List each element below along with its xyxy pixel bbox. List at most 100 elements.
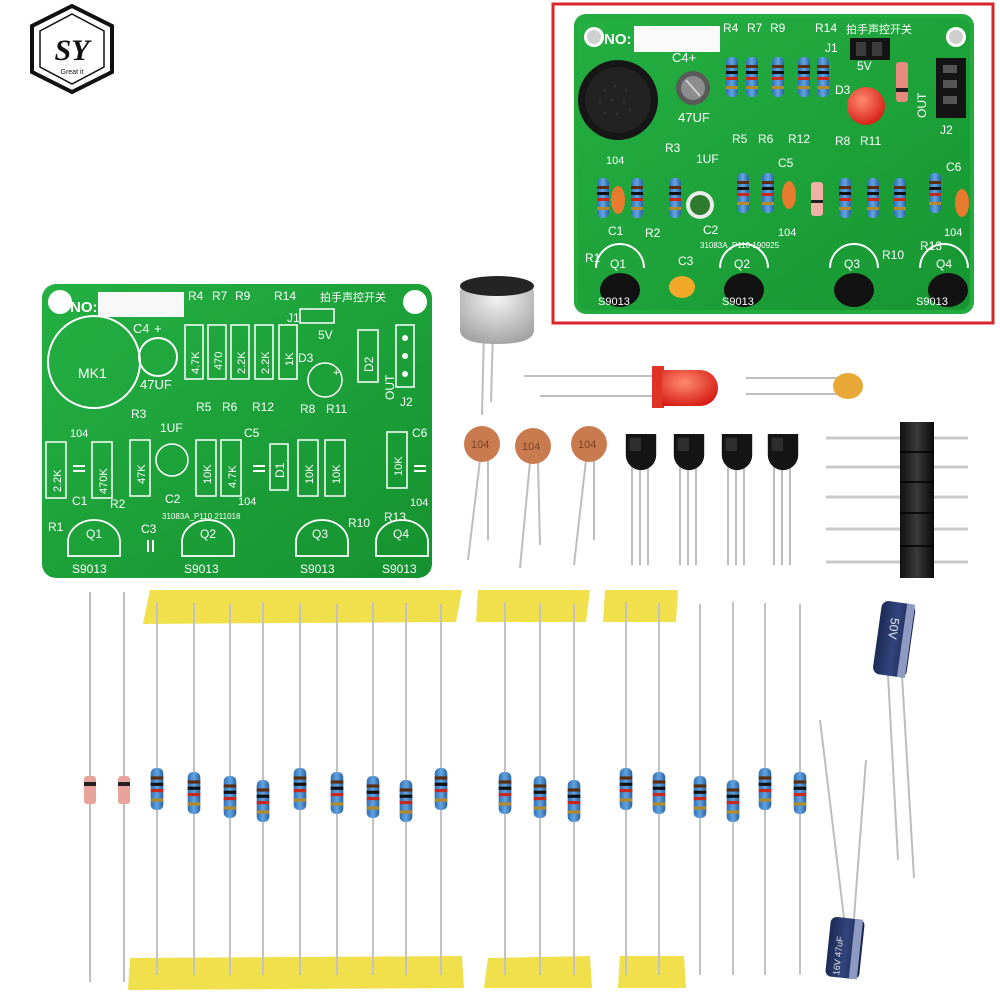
photo-led-d3: [847, 87, 885, 125]
pcb-label-r6: R6: [222, 400, 238, 414]
pcb-label-d3: D3: [298, 351, 314, 365]
pcb-label-r11: R11: [326, 402, 347, 416]
photo-label-r5: R5: [732, 132, 748, 146]
photo-model-q1: S9013: [598, 296, 630, 308]
photo-label-r12: R12: [788, 132, 810, 146]
electrolytic-capacitor-50v: 50V: [873, 601, 916, 879]
pcb-label-r4: R4: [188, 289, 204, 303]
pcb-label-c1: C1: [72, 494, 88, 508]
pcb-no-label: NO:: [70, 299, 98, 316]
pcb-cap-markers: [73, 465, 426, 552]
photo-label-r11: R11: [860, 134, 881, 148]
pcb-transistor-footprints: [67, 519, 429, 557]
pcb-label-r8: R8: [300, 402, 316, 416]
loose-resistor: [793, 772, 807, 814]
pcb-label-r1: R1: [48, 520, 64, 534]
loose-resistor: [693, 776, 707, 818]
photo-model-q4: S9013: [916, 296, 948, 308]
photo-label-r4: R4: [723, 21, 739, 35]
loose-resistor: [498, 772, 512, 814]
loose-resistor: [726, 780, 740, 822]
pcb-label-104-b: 104: [238, 496, 256, 508]
pcb-label-q2: Q2: [200, 527, 216, 541]
photo-no-label: NO:: [604, 31, 632, 48]
pcb-label-j2: J2: [400, 395, 413, 409]
photo-label-c4: C4+: [672, 50, 696, 65]
pcb-value-r7: 470: [213, 352, 225, 370]
photo-diode-d2: [896, 62, 908, 102]
brand-logo: SY Great it: [30, 3, 114, 95]
pcb-j1-footprint: [299, 308, 335, 324]
pcb-c4-footprint: [138, 337, 178, 377]
pcb-label-r7: R7: [212, 289, 228, 303]
ceramic-capacitor: 104: [571, 426, 607, 566]
loose-resistor: [533, 776, 547, 818]
photo-label-104-c: 104: [944, 227, 962, 239]
pcb-label-c6: C6: [412, 426, 428, 440]
ceramic-label: 104: [522, 441, 540, 453]
pcb-label-j1: J1: [287, 311, 300, 325]
loose-diodes: [84, 592, 130, 982]
pcb-label-r3: R3: [131, 407, 147, 421]
ceramic-capacitor: 104: [515, 428, 551, 569]
logo-letters: SY: [54, 34, 92, 67]
logo-tagline: Great it: [61, 69, 84, 76]
photo-title: 拍手声控开关: [846, 22, 912, 36]
pcb-label-c4: C4: [133, 321, 150, 336]
photo-label-j1: J1: [825, 41, 838, 55]
pcb-label-1uf: 1UF: [160, 421, 183, 435]
photo-label-104-a: 104: [606, 155, 624, 167]
pcb-label-q4: Q4: [393, 527, 409, 541]
photo-diode-d1: [811, 182, 823, 216]
bare-pcb: NO: 拍手声控开关 R4 R7 R9 R14 J1 5V C4 + MK1 4…: [42, 284, 432, 578]
loose-red-led: [524, 366, 718, 408]
photo-label-q2: Q2: [734, 257, 750, 271]
pcb-value-r9: 2.2K: [236, 351, 248, 374]
pcb-model-q2: S9013: [184, 562, 219, 576]
pcb-value-r4: 4.7K: [190, 351, 202, 374]
pcb-value-r2: 470K: [98, 468, 110, 494]
loose-microphone: [460, 276, 534, 416]
photo-label-out: OUT: [915, 92, 929, 118]
electrolytic-capacitor-47uf: 16V 47uF: [819, 719, 867, 980]
ceramic-label: 104: [471, 439, 489, 451]
photo-top-labels: R4 R7 R9 R14: [723, 21, 837, 35]
photo-label-c3: C3: [678, 254, 694, 268]
loose-resistor: [567, 780, 581, 822]
loose-resistor: [223, 776, 237, 818]
pcb-label-q1: Q1: [86, 527, 102, 541]
photo-capacitor-c5: [782, 181, 796, 209]
photo-label-104-b: 104: [778, 227, 796, 239]
pcb-d1-footprint: [269, 443, 289, 491]
photo-label-r9: R9: [770, 21, 786, 35]
photo-label-r13: R13: [920, 239, 942, 253]
photo-transistors: Q1 Q2 Q3 Q4 S9013 S9013 S9013: [595, 243, 969, 308]
loose-resistor: [652, 772, 666, 814]
loose-resistor: [399, 780, 413, 822]
pcb-label-r14: R14: [274, 289, 296, 303]
photo-label-d3: D3: [835, 83, 851, 97]
pcb-label-c3: C3: [141, 522, 157, 536]
pcb-model-q1: S9013: [72, 562, 107, 576]
loose-resistor: [758, 768, 772, 810]
loose-resistor: [293, 768, 307, 810]
pcb-label-r12: R12: [252, 400, 274, 414]
photo-label-r7: R7: [747, 21, 763, 35]
pcb-lower-resistor-footprints: 2.2K 470K 47K 10K 4.7K 10K 10K 10K: [45, 431, 408, 499]
ceramic-label: 104: [578, 439, 596, 451]
resistor-bodies: [150, 768, 807, 822]
pcb-label-104-c: 104: [410, 497, 428, 509]
cap-47uf-label: 16V 47uF: [831, 935, 845, 975]
cap-50v-label: 50V: [885, 617, 902, 640]
photo-capacitor-c6: [955, 189, 969, 217]
pcb-value-r6: 4.7K: [227, 465, 239, 488]
loose-resistor: [150, 768, 164, 810]
photo-microphone: [578, 60, 658, 140]
pcb-c2-footprint: [155, 443, 189, 477]
photo-label-c1: C1: [608, 224, 624, 238]
photo-label-j2: J2: [940, 123, 953, 137]
photo-label-47uf: 47UF: [678, 110, 710, 125]
photo-pcb-code: 31083A_P110 190925: [700, 241, 780, 250]
photo-label-r10: R10: [882, 248, 904, 262]
pcb-label-r5: R5: [196, 400, 212, 414]
